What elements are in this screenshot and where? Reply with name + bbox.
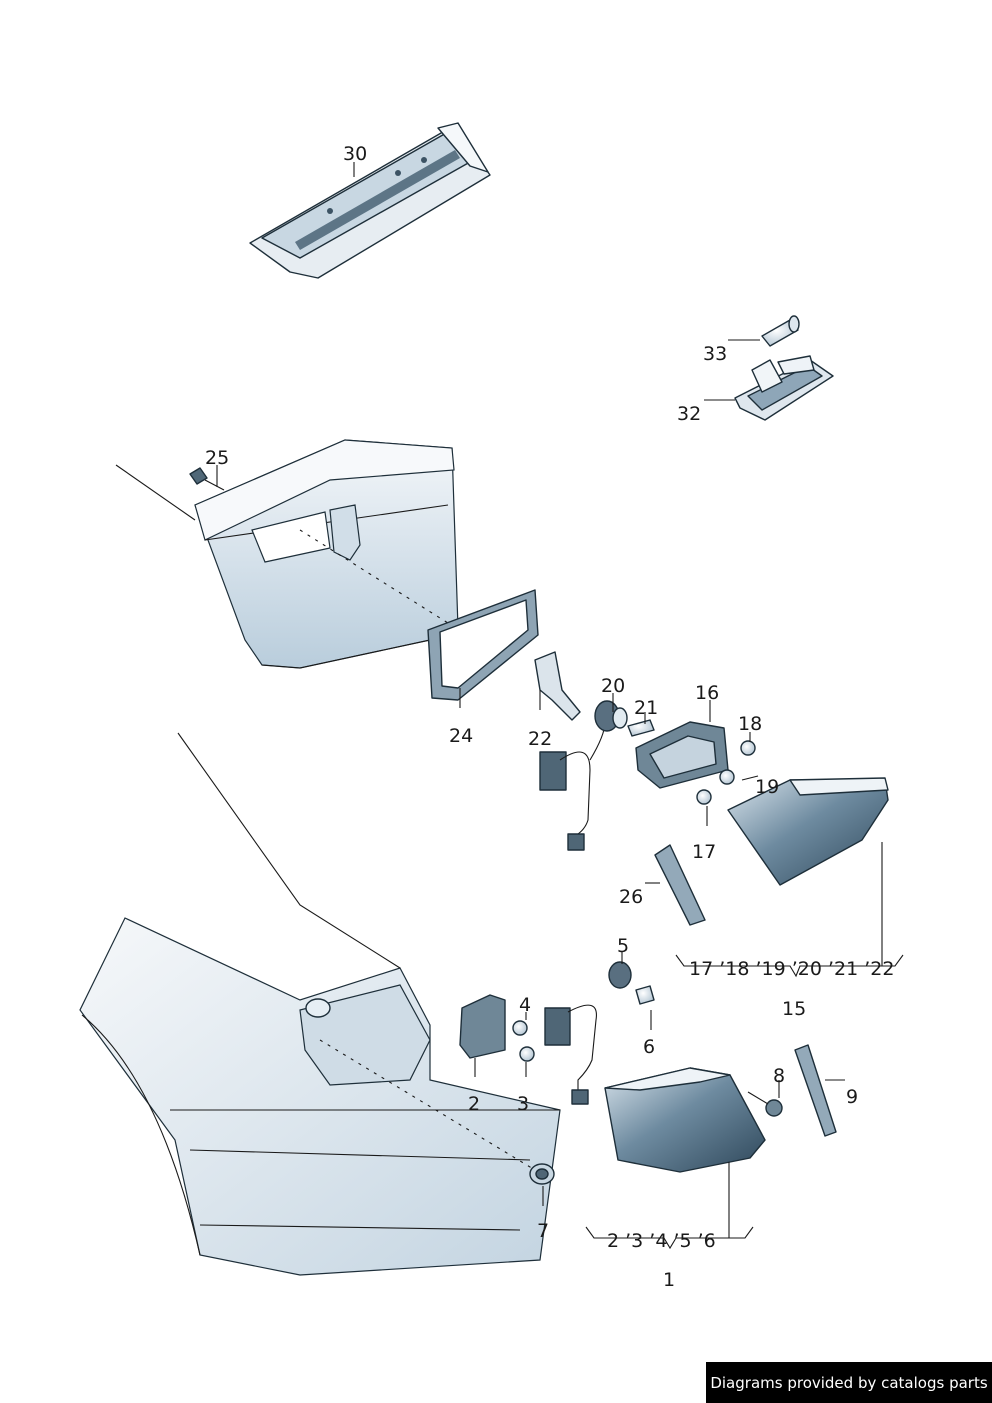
label-18: 18 (738, 713, 762, 735)
third-brake-light-part-30 (249, 122, 491, 279)
label-21: 21 (634, 697, 658, 719)
label-group-1: 2 ’3 ’4 ’5 ’6 (607, 1230, 716, 1252)
outer-tail-lamp-part-1 (604, 1067, 766, 1173)
leader-lines (216, 162, 904, 1250)
rear-quarter-panel (79, 732, 561, 1276)
label-1: 1 (663, 1269, 675, 1291)
label-15: 15 (782, 998, 806, 1020)
bolt-part-25 (189, 467, 225, 491)
label-19: 19 (755, 776, 779, 798)
label-9: 9 (846, 1086, 858, 1108)
trim-strip-part-26 (654, 844, 706, 926)
label-7: 7 (537, 1220, 549, 1242)
clip-part-7 (529, 1163, 555, 1185)
label-32: 32 (677, 403, 701, 425)
label-26: 26 (619, 886, 643, 908)
bulb-holder-part-2 (459, 994, 535, 1062)
label-33: 33 (703, 343, 727, 365)
label-16: 16 (695, 682, 719, 704)
label-30: 30 (343, 143, 367, 165)
label-25: 25 (205, 447, 229, 469)
credit-banner: Diagrams provided by catalogs parts (706, 1362, 992, 1403)
trim-part-9 (794, 1044, 837, 1137)
credit-text: Diagrams provided by catalogs parts (710, 1373, 988, 1392)
label-24: 24 (449, 725, 473, 747)
bolt-part-8 (747, 1091, 783, 1117)
label-2: 2 (468, 1093, 480, 1115)
wiring-harness-part-22 (534, 651, 606, 851)
inner-tail-lamp-part-15 (727, 777, 889, 886)
festoon-bulb-part-33 (761, 315, 800, 347)
label-8: 8 (773, 1065, 785, 1087)
label-4: 4 (519, 994, 531, 1016)
label-group-15: 17 ’18 ’19 ’20 ’21 ’22 (689, 958, 894, 980)
label-6: 6 (643, 1036, 655, 1058)
licence-plate-light-part-32 (734, 355, 834, 421)
wiring-harness-part-5 (544, 961, 655, 1105)
gasket-part-24 (427, 589, 539, 701)
bulb-holder-part-16 (635, 721, 756, 805)
label-5: 5 (617, 935, 629, 957)
label-17: 17 (692, 841, 716, 863)
label-20: 20 (601, 675, 625, 697)
part-labels: 30 33 32 25 24 20 21 22 16 18 19 17 26 1… (205, 143, 894, 1291)
label-22: 22 (528, 728, 552, 750)
label-3: 3 (517, 1093, 529, 1115)
boot-lid-panel (115, 439, 476, 669)
